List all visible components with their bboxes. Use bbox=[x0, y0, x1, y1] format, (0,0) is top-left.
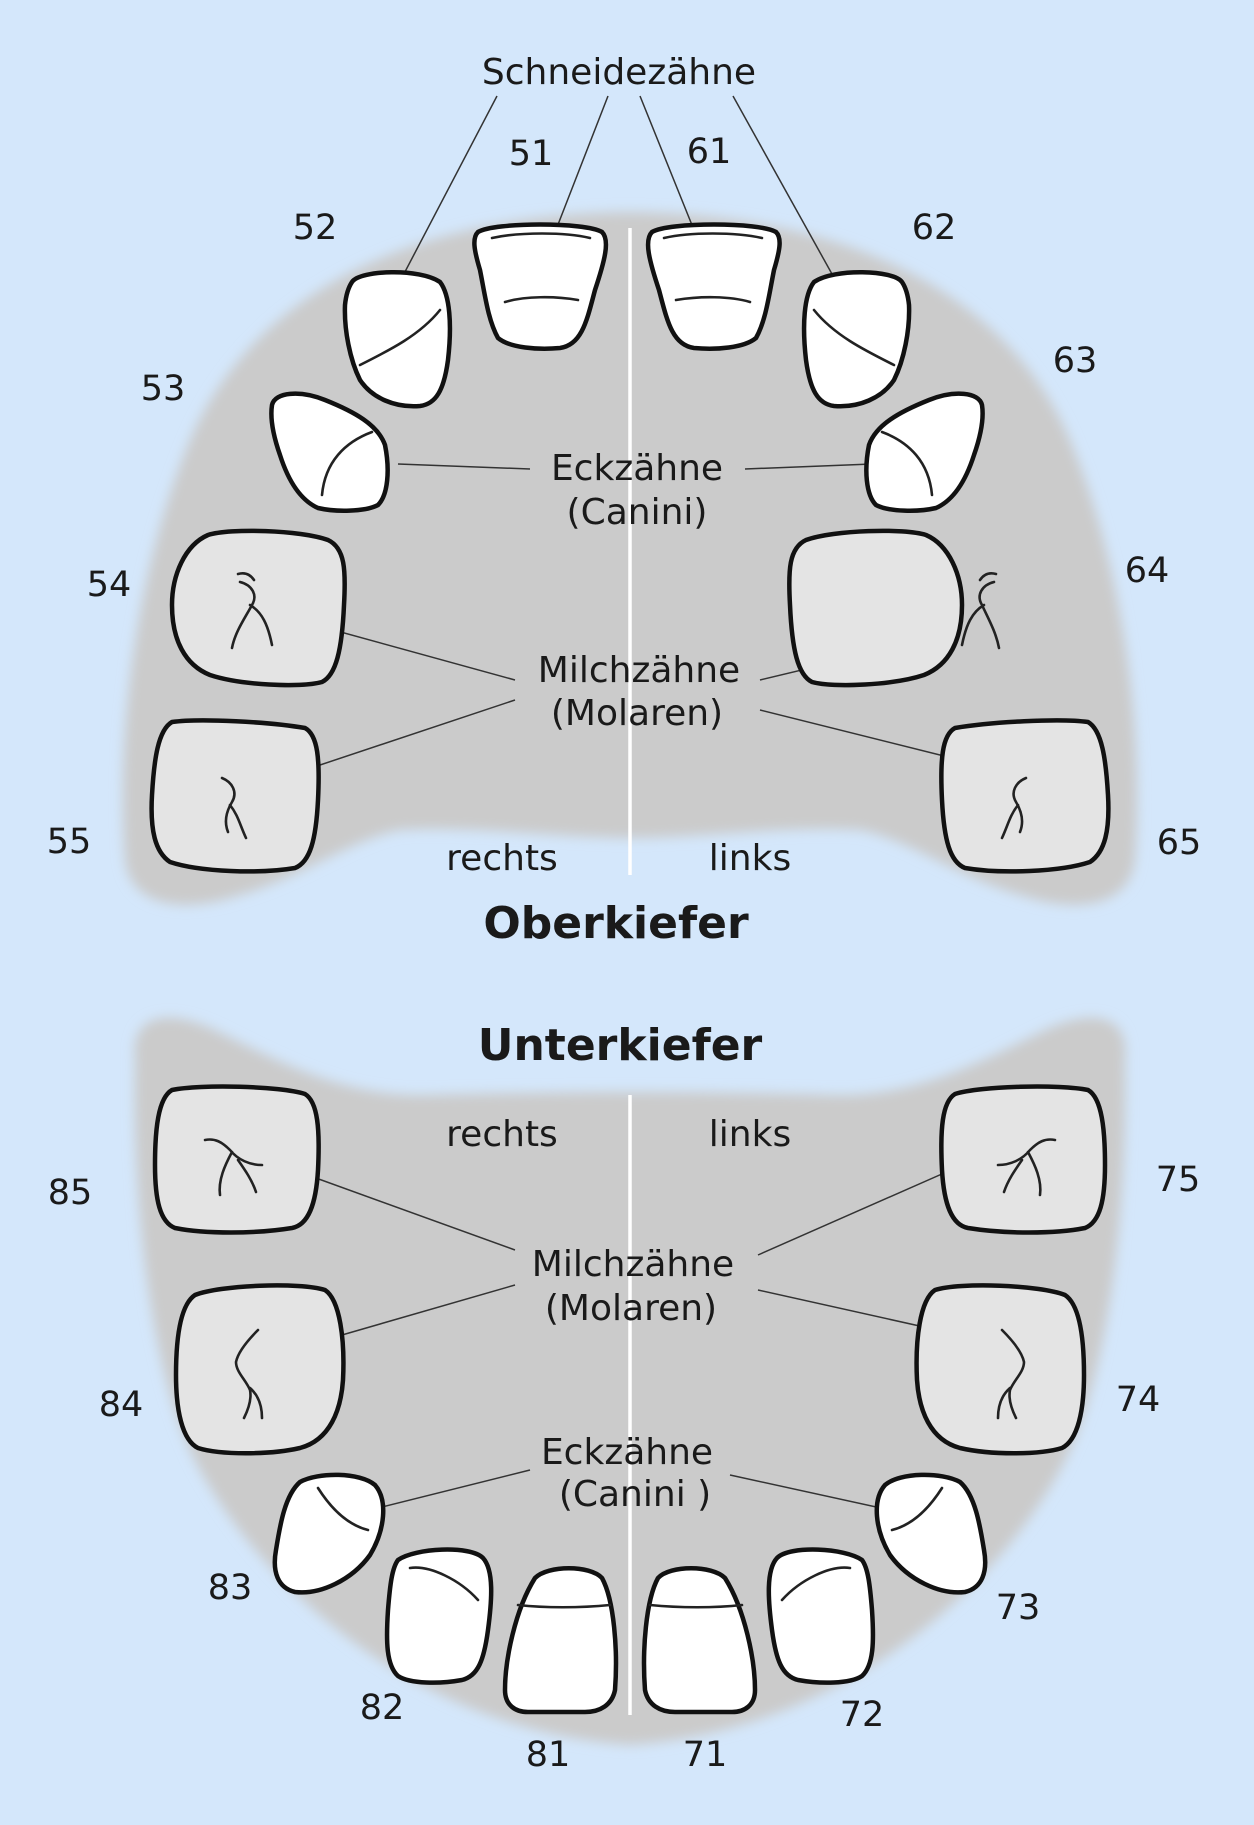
tooth-number-85: 85 bbox=[48, 1173, 93, 1213]
tooth-number-83: 83 bbox=[208, 1568, 253, 1608]
tooth-number-81: 81 bbox=[526, 1735, 571, 1775]
tooth-64 bbox=[787, 528, 1001, 688]
upper-jaw-title: Oberkiefer bbox=[483, 898, 749, 949]
tooth-number-51: 51 bbox=[509, 134, 554, 174]
tooth-84 bbox=[173, 1283, 346, 1456]
tooth-53 bbox=[269, 391, 390, 513]
tooth-number-61: 61 bbox=[687, 132, 732, 172]
tooth-83 bbox=[272, 1472, 386, 1595]
tooth-number-63: 63 bbox=[1053, 341, 1098, 381]
lower-side-left: links bbox=[709, 1114, 791, 1155]
upper-incisors-label: Schneidezähne bbox=[482, 52, 756, 93]
tooth-82 bbox=[384, 1547, 494, 1685]
tooth-61 bbox=[645, 222, 782, 351]
lower-canines-label-line1: Eckzähne bbox=[541, 1432, 713, 1473]
upper-side-right: rechts bbox=[446, 838, 558, 879]
upper-canines-label-line1: Eckzähne bbox=[551, 448, 723, 489]
tooth-74 bbox=[914, 1283, 1087, 1456]
tooth-63 bbox=[864, 391, 985, 513]
tooth-number-73: 73 bbox=[996, 1588, 1041, 1628]
tooth-number-72: 72 bbox=[840, 1695, 885, 1735]
tooth-52 bbox=[342, 270, 453, 409]
tooth-number-65: 65 bbox=[1157, 823, 1202, 863]
lower-molars-label-line1: Milchzähne bbox=[532, 1244, 734, 1285]
tooth-73 bbox=[874, 1472, 988, 1595]
lower-molars-label-line2: (Molaren) bbox=[545, 1288, 717, 1329]
tooth-number-52: 52 bbox=[293, 208, 338, 248]
upper-side-left: links bbox=[709, 838, 791, 879]
tooth-number-74: 74 bbox=[1116, 1380, 1161, 1420]
tooth-65 bbox=[939, 718, 1111, 874]
tooth-number-62: 62 bbox=[912, 208, 957, 248]
tooth-number-84: 84 bbox=[99, 1385, 144, 1425]
upper-molars-label-line2: (Molaren) bbox=[551, 693, 723, 734]
upper-jaw: Schneidezähne Eckzähne (Canini) Milchzäh… bbox=[47, 52, 1202, 949]
upper-canines-label-line2: (Canini) bbox=[567, 492, 708, 533]
upper-molars-label-line1: Milchzähne bbox=[538, 650, 740, 691]
tooth-number-75: 75 bbox=[1156, 1160, 1201, 1200]
tooth-51 bbox=[472, 222, 609, 351]
tooth-number-54: 54 bbox=[87, 565, 132, 605]
tooth-72 bbox=[766, 1547, 876, 1685]
tooth-75 bbox=[939, 1084, 1108, 1235]
tooth-71 bbox=[641, 1566, 758, 1715]
lower-canines-label-line2: (Canini ) bbox=[559, 1474, 711, 1515]
tooth-85 bbox=[152, 1084, 321, 1235]
lower-jaw-title: Unterkiefer bbox=[478, 1020, 763, 1071]
tooth-number-82: 82 bbox=[360, 1688, 405, 1728]
tooth-number-71: 71 bbox=[683, 1735, 728, 1775]
tooth-number-64: 64 bbox=[1125, 551, 1170, 591]
tooth-62 bbox=[801, 270, 912, 409]
tooth-number-55: 55 bbox=[47, 822, 92, 862]
tooth-number-53: 53 bbox=[141, 369, 186, 409]
lower-side-right: rechts bbox=[446, 1114, 558, 1155]
tooth-54 bbox=[169, 528, 347, 688]
lower-jaw: Unterkiefer rechts links Milchzähne (Mol… bbox=[48, 1017, 1201, 1775]
tooth-55 bbox=[149, 718, 321, 874]
tooth-81 bbox=[502, 1566, 619, 1715]
